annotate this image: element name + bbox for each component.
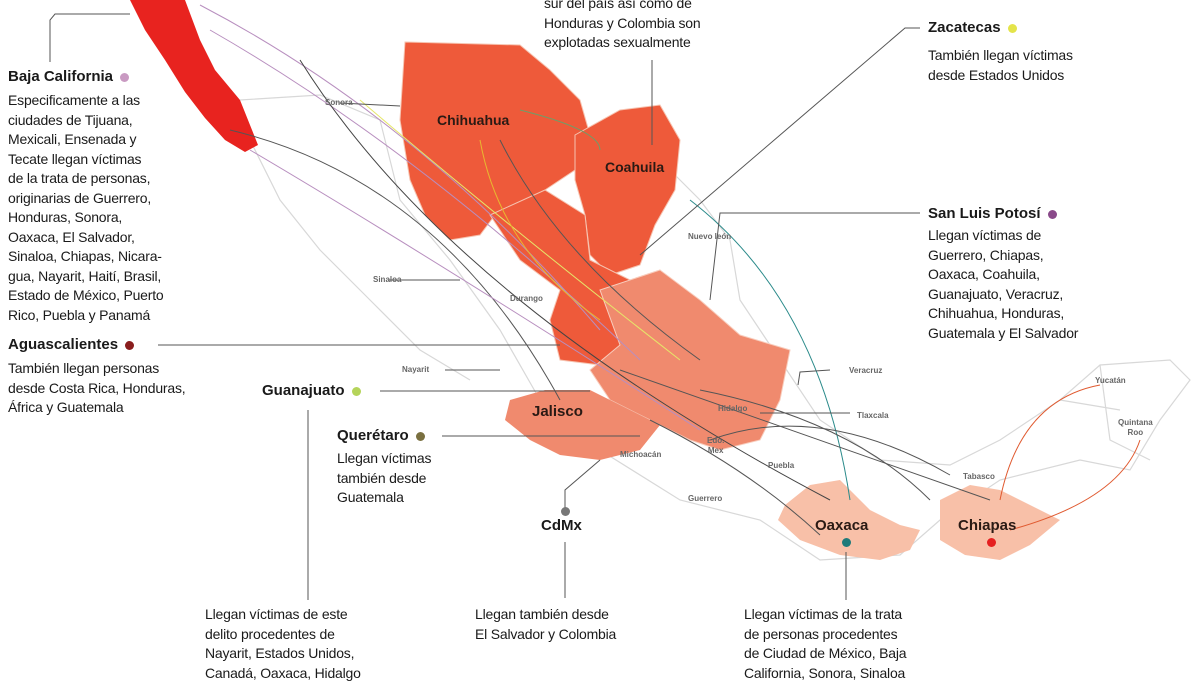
region-chiapas: [940, 485, 1060, 560]
marker-dot: [120, 72, 130, 82]
chiapas-dot: [987, 538, 996, 547]
label-yucatan: Yucatán: [1095, 376, 1126, 385]
label-guerrero: Guerrero: [688, 494, 723, 503]
guanajuato-text: Llegan víctimas de este delito procedent…: [205, 606, 361, 681]
oaxaca-title: Oaxaca: [815, 517, 869, 534]
marker-dot: [415, 431, 425, 441]
baja-california-title: Baja California: [8, 68, 130, 85]
san-luis-potosi-title: San Luis Potosí: [928, 205, 1057, 222]
chiapas-title: Chiapas: [958, 517, 1017, 534]
label-nuevo-leon: Nuevo león: [688, 232, 732, 241]
label-durango: Durango: [510, 294, 543, 303]
label-puebla: Puebla: [768, 461, 795, 470]
label-nayarit: Nayarit: [402, 365, 430, 374]
title-text: Guanajuato: [262, 382, 345, 399]
san-luis-potosi-text: Llegan víctimas de Guerrero, Chiapas, Oa…: [928, 227, 1079, 341]
oaxaca-text: Llegan víctimas de la trata de personas …: [744, 606, 907, 681]
region-jalisco: [505, 390, 660, 460]
guanajuato-title: Guanajuato: [262, 382, 361, 399]
title-text: Querétaro: [337, 427, 409, 444]
cdmx-text: Llegan también desde El Salvador y Colom…: [475, 606, 617, 642]
marker-dot: [1007, 23, 1017, 33]
aguascalientes-text: También llegan personas desde Costa Rica…: [8, 360, 186, 415]
region-oaxaca: [778, 480, 920, 560]
label-veracruz: Veracruz: [849, 366, 883, 375]
region-baja-california: [130, 0, 258, 152]
region-central: [589, 269, 791, 451]
label-tlaxcala: Tlaxcala: [857, 411, 889, 420]
zacatecas-text: También llegan víctimas desde Estados Un…: [928, 47, 1073, 83]
label-quintana-roo: Quintana Roo: [1118, 418, 1153, 437]
marker-dot: [125, 340, 135, 350]
title-text: San Luis Potosí: [928, 205, 1041, 222]
label-chihuahua: Chihuahua: [437, 112, 510, 128]
aguascalientes-title: Aguascalientes: [8, 336, 135, 353]
cdmx-title: CdMx: [541, 517, 582, 534]
marker-dot: [1047, 209, 1057, 219]
zacatecas-title: Zacatecas: [928, 19, 1017, 36]
label-jalisco: Jalisco: [532, 403, 583, 420]
label-hidalgo: Hidalgo: [718, 404, 748, 413]
cdmx-dot: [561, 507, 570, 516]
state-outlines: [239, 94, 1191, 561]
flow-lines: [199, 4, 1141, 536]
label-coahuila: Coahuila: [605, 159, 665, 175]
label-michoacan: Michoacán: [620, 450, 662, 459]
leader-lines: [49, 13, 920, 600]
oaxaca-dot: [842, 538, 851, 547]
queretaro-text: Llegan víctimas también desde Guatemala: [337, 450, 432, 505]
marker-dot: [351, 386, 361, 396]
title-text: Zacatecas: [928, 19, 1001, 36]
baja-california-text: Especificamente a las ciudades de Tijuan…: [8, 92, 164, 323]
title-text: Baja California: [8, 68, 114, 85]
top-center-callout: sur del país así como de Honduras y Colo…: [544, 0, 701, 50]
label-sonora: Sonora: [325, 98, 353, 107]
title-text: Aguascalientes: [8, 336, 119, 353]
label-edomex: Edo. Mex: [707, 436, 725, 455]
label-tabasco: Tabasco: [963, 472, 995, 481]
queretaro-title: Querétaro: [337, 427, 425, 444]
region-coahuila: [574, 104, 681, 276]
label-sinaloa: Sinaloa: [373, 275, 402, 284]
